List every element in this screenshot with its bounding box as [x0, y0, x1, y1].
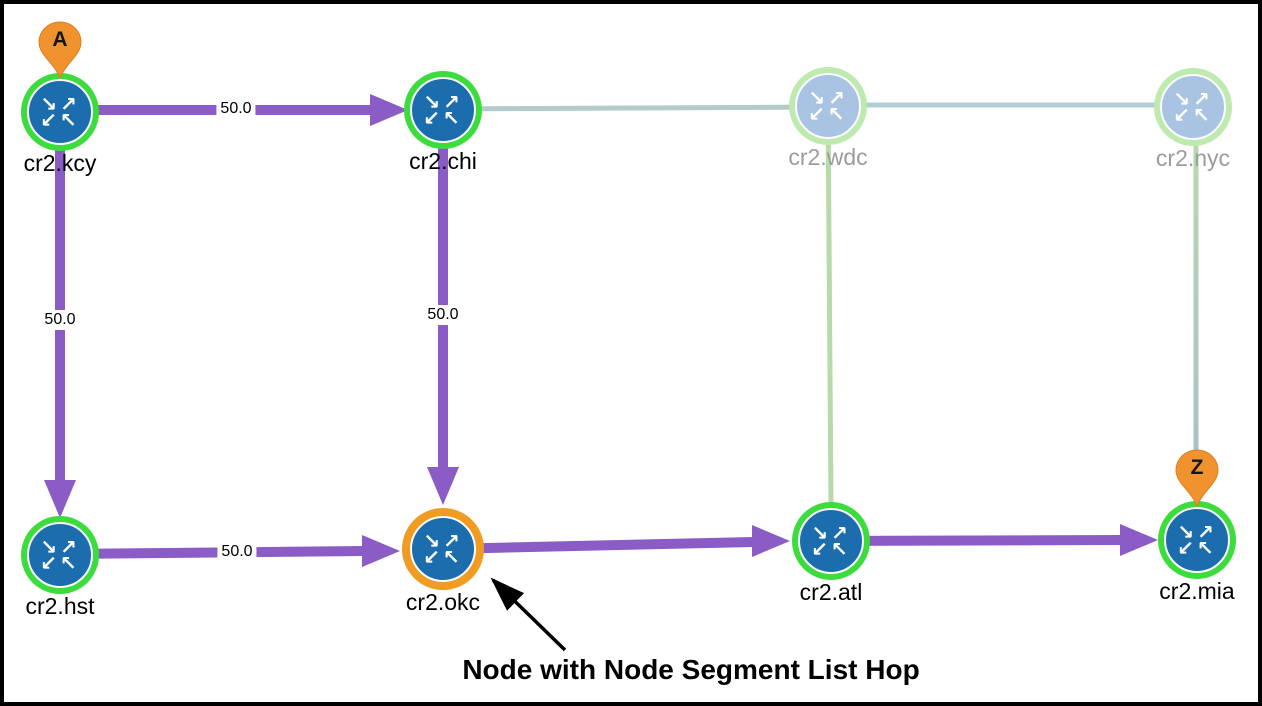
node-cr2-kcy[interactable]: ↘↗ ↙↖ — [27, 79, 93, 145]
node-cr2-nyc[interactable]: ↘↗ ↙↖ — [1160, 74, 1226, 140]
link-line[interactable] — [830, 535, 1123, 546]
annotation-label: Node with Node Segment List Hop — [462, 654, 920, 685]
link-metric-kcy-hst: 50.0 — [40, 310, 80, 330]
router-icon: ↘↗ ↙↖ — [40, 92, 80, 132]
endpoint-z-label: Z — [1190, 456, 1204, 479]
endpoint-a-pin-icon: A — [38, 21, 82, 80]
arrowhead-icon — [370, 94, 408, 126]
router-icon: ↘↗ ↙↖ — [423, 529, 463, 569]
arrowhead-icon — [44, 480, 76, 518]
router-icon: ↘↗ ↙↖ — [423, 90, 463, 130]
topology-stage: 50.0 50.0 50.0 50.0 ↘↗ ↙↖ ↘↗ ↙↖ ↘↗ ↙↖ ↘↗ — [4, 4, 1258, 702]
node-label-cr2-nyc: cr2.nyc — [1155, 145, 1231, 171]
router-icon: ↘↗ ↙↖ — [808, 86, 848, 126]
arrowhead-icon — [362, 535, 400, 567]
link-line[interactable] — [59, 546, 365, 559]
link-hst-okc[interactable] — [59, 535, 400, 567]
node-cr2-mia[interactable]: ↘↗ ↙↖ — [1164, 507, 1230, 573]
link-atl-mia[interactable] — [830, 524, 1158, 556]
node-cr2-chi[interactable]: ↘↗ ↙↖ — [410, 77, 476, 143]
link-chi-okc[interactable] — [427, 110, 459, 505]
link-kcy-hst[interactable] — [44, 112, 76, 518]
link-chi-wdc[interactable] — [442, 104, 829, 112]
link-okc-atl[interactable] — [442, 525, 790, 557]
arrowhead-icon — [1120, 524, 1158, 556]
node-cr2-hst[interactable]: ↘↗ ↙↖ — [27, 522, 93, 588]
arrowhead-icon — [752, 525, 790, 557]
router-icon: ↘↗ ↙↖ — [1177, 520, 1217, 560]
node-label-cr2-okc: cr2.okc — [405, 589, 481, 615]
link-kcy-chi[interactable] — [60, 94, 408, 126]
endpoint-z-pin-icon: Z — [1175, 449, 1219, 508]
link-metric-kcy-chi: 50.0 — [216, 99, 256, 119]
router-icon: ↘↗ ↙↖ — [811, 521, 851, 561]
link-line[interactable] — [442, 537, 755, 554]
router-icon: ↘↗ ↙↖ — [40, 535, 80, 575]
link-metric-chi-okc: 50.0 — [423, 305, 463, 325]
links-layer — [44, 94, 1199, 567]
arrowhead-icon — [427, 467, 459, 505]
router-icon: ↘↗ ↙↖ — [1173, 87, 1213, 127]
node-cr2-okc[interactable]: ↘↗ ↙↖ — [410, 516, 476, 582]
node-label-cr2-atl: cr2.atl — [799, 579, 863, 605]
map-pin-icon — [38, 21, 82, 80]
node-label-cr2-kcy: cr2.kcy — [23, 150, 97, 176]
node-label-cr2-chi: cr2.chi — [409, 148, 477, 174]
node-label-cr2-wdc: cr2.wdc — [788, 144, 868, 170]
link-metric-hst-okc: 50.0 — [217, 542, 257, 562]
node-cr2-wdc[interactable]: ↘↗ ↙↖ — [795, 73, 861, 139]
map-pin-icon — [1175, 449, 1219, 508]
link-wdc-atl[interactable] — [825, 105, 834, 506]
node-label-cr2-hst: cr2.hst — [25, 593, 95, 619]
node-cr2-atl[interactable]: ↘↗ ↙↖ — [798, 508, 864, 574]
node-label-cr2-mia: cr2.mia — [1159, 578, 1235, 604]
endpoint-a-label: A — [52, 28, 68, 51]
